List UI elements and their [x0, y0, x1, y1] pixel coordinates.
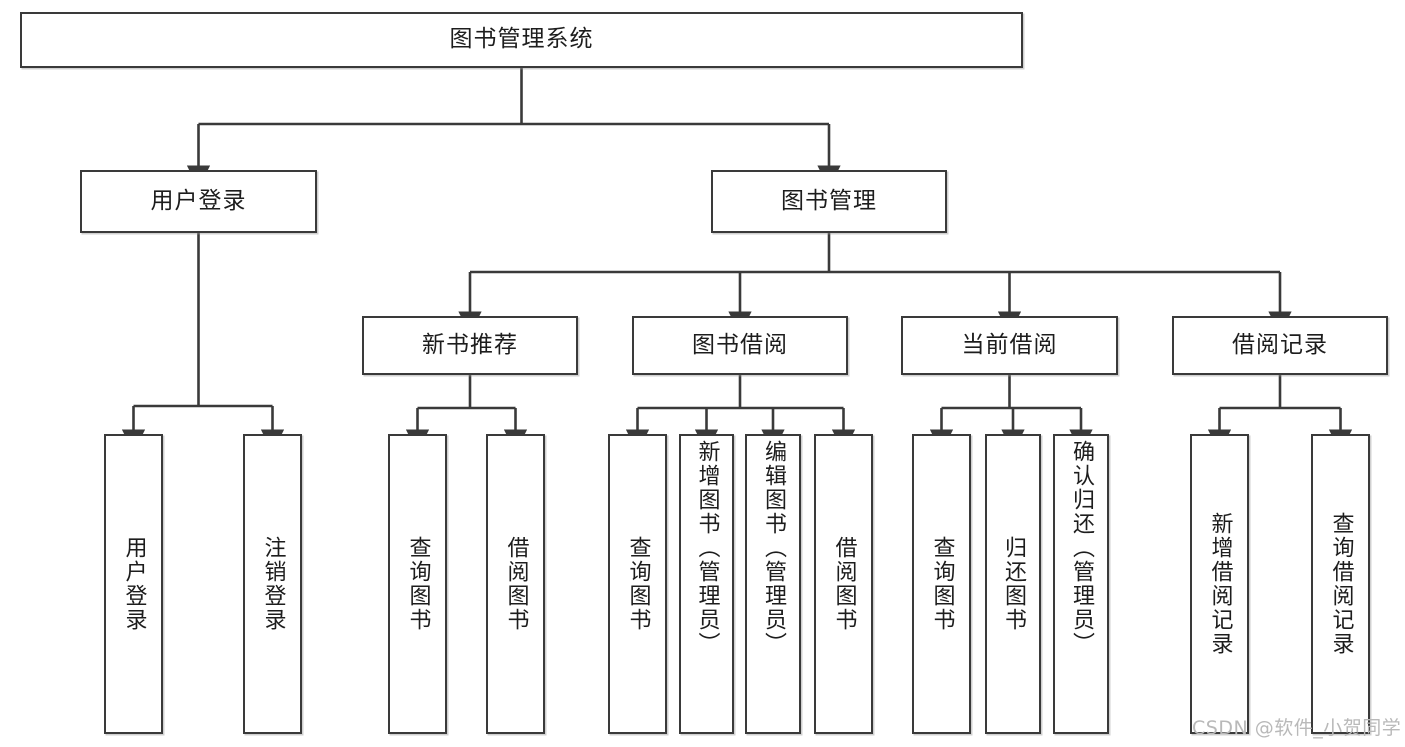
node-leaf-edit-book[interactable]: 编辑图书（管理员） — [745, 434, 801, 734]
node-label: 新增借阅记录 — [1207, 512, 1233, 656]
watermark: CSDN @软件_小贺同学 — [1192, 717, 1402, 739]
node-current-borrow[interactable]: 当前借阅 — [901, 316, 1118, 375]
node-label: 借阅记录 — [1232, 331, 1328, 358]
node-label: 编辑图书（管理员） — [761, 440, 786, 656]
node-label: 注销登录 — [260, 536, 286, 632]
node-label: 查询图书 — [929, 536, 955, 632]
node-label: 用户登录 — [121, 536, 147, 632]
node-leaf-return-book[interactable]: 归还图书 — [985, 434, 1041, 734]
node-label: 用户登录 — [150, 187, 247, 214]
node-new-book-recommend[interactable]: 新书推荐 — [362, 316, 578, 375]
node-label: 新书推荐 — [422, 331, 518, 358]
node-leaf-borrow-book[interactable]: 借阅图书 — [814, 434, 873, 734]
node-label: 借阅图书 — [831, 536, 857, 632]
node-leaf-query-book-borrow[interactable]: 查询图书 — [608, 434, 667, 734]
node-label: 查询图书 — [625, 536, 651, 632]
node-label: 确认归还（管理员） — [1069, 440, 1094, 656]
node-label: 图书借阅 — [692, 331, 788, 358]
node-book-borrow[interactable]: 图书借阅 — [632, 316, 848, 375]
node-leaf-borrow-book-recommend[interactable]: 借阅图书 — [486, 434, 545, 734]
node-label: 查询图书 — [405, 536, 431, 632]
node-label: 查询借阅记录 — [1328, 512, 1354, 656]
node-leaf-user-login[interactable]: 用户登录 — [104, 434, 163, 734]
node-label: 当前借阅 — [961, 331, 1058, 358]
node-leaf-add-borrow-record[interactable]: 新增借阅记录 — [1190, 434, 1249, 734]
node-leaf-user-logout[interactable]: 注销登录 — [243, 434, 302, 734]
node-book-manage[interactable]: 图书管理 — [711, 170, 947, 233]
node-leaf-query-book-current[interactable]: 查询图书 — [912, 434, 971, 734]
node-label: 图书管理 — [781, 187, 877, 214]
node-leaf-confirm-return[interactable]: 确认归还（管理员） — [1053, 434, 1109, 734]
node-root[interactable]: 图书管理系统 — [20, 12, 1023, 68]
node-leaf-query-book-recommend[interactable]: 查询图书 — [388, 434, 447, 734]
node-label: 借阅图书 — [503, 536, 529, 632]
node-leaf-add-book[interactable]: 新增图书（管理员） — [679, 434, 734, 734]
node-user-login[interactable]: 用户登录 — [80, 170, 317, 233]
node-label: 图书管理系统 — [449, 26, 594, 53]
node-borrow-record[interactable]: 借阅记录 — [1172, 316, 1388, 375]
node-label: 新增图书（管理员） — [694, 440, 720, 656]
node-label: 归还图书 — [1001, 536, 1026, 632]
node-leaf-query-borrow-record[interactable]: 查询借阅记录 — [1311, 434, 1370, 734]
